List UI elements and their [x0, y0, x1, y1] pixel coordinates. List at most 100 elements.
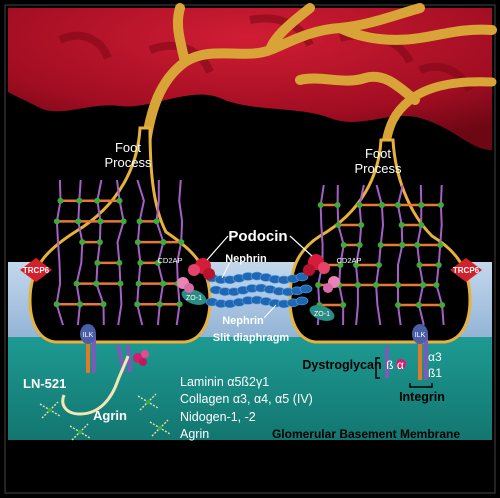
- foot-process-right-line1: Foot: [365, 146, 391, 161]
- beta-alpha-label: ß α: [386, 358, 404, 372]
- actin-bead: [116, 197, 123, 204]
- podocin-label: Podocin: [228, 228, 287, 245]
- actin-bead: [414, 242, 421, 248]
- laminin-node: [48, 408, 52, 412]
- foot-process-left-line2: Process: [105, 155, 152, 170]
- gbm-title: Glomerular Basement Membrane: [272, 427, 460, 441]
- integrin-bracket: [409, 383, 433, 388]
- outer-frame: [4, 4, 496, 494]
- actin-bead: [356, 242, 363, 248]
- zo1-right-label: ZO-1: [314, 311, 330, 318]
- actin-filament: [354, 184, 365, 326]
- nephrin-chain: [205, 271, 313, 309]
- actin-bead: [418, 202, 425, 208]
- actin-cytoskeleton-left: [53, 179, 185, 326]
- laminin-node: [158, 426, 162, 430]
- laminin-node: [146, 400, 150, 404]
- actin-bead: [437, 202, 444, 208]
- actin-filament: [116, 179, 125, 326]
- actin-bead: [73, 280, 80, 287]
- ilk-left-label: ILK: [83, 332, 94, 339]
- actin-bead: [75, 218, 82, 225]
- actin-bead: [433, 282, 440, 288]
- actin-filament: [336, 184, 345, 326]
- actin-bead: [317, 202, 324, 208]
- dystroglycan-right-bead: [396, 359, 406, 369]
- actin-filament: [75, 179, 84, 326]
- ilk-right-label: ILK: [415, 332, 426, 339]
- podocyte-cell-body: [8, 3, 497, 155]
- actin-bead: [437, 242, 444, 248]
- dystroglycan-bracket: [375, 357, 380, 379]
- podocin-left: [177, 258, 215, 293]
- actin-bead: [337, 262, 344, 268]
- nephrin-bead: [295, 296, 309, 306]
- actin-bead: [53, 218, 60, 225]
- actin-bead: [399, 242, 406, 248]
- trcp6-left-label: TRCP6: [23, 266, 50, 275]
- trcp6-left-shape: [20, 258, 52, 282]
- right-foot-process: [288, 138, 472, 344]
- zo1-right-shape: [309, 305, 335, 321]
- actin-bead: [76, 301, 83, 308]
- podocin-right: [303, 254, 340, 293]
- actin-bead: [94, 197, 101, 204]
- actin-filament: [175, 179, 184, 326]
- agrin-label: Agrin: [93, 408, 127, 423]
- zo1-left-shape: [181, 289, 207, 305]
- actin-filament: [435, 184, 445, 326]
- nephrin-bead: [295, 272, 309, 282]
- dystroglycan-label: Dystroglycan: [302, 358, 381, 372]
- ilk-right-shape: [412, 324, 428, 344]
- actin-bead: [420, 282, 427, 288]
- nephrin-top-label: Nephrin: [225, 253, 267, 265]
- actin-bead: [378, 202, 385, 208]
- actin-bead: [134, 239, 141, 246]
- trcp6-right-shape: [450, 258, 482, 282]
- nephrin-bottom-pointer: [263, 304, 277, 319]
- alpha3-label: α3: [428, 350, 442, 364]
- actin-bead: [96, 239, 103, 246]
- actin-bead: [116, 259, 123, 266]
- actin-filament: [155, 180, 165, 326]
- actin-filament: [316, 184, 325, 326]
- actin-bead: [153, 218, 160, 225]
- actin-bead: [79, 239, 86, 246]
- actin-bead: [100, 301, 107, 308]
- ilk-right-stalk-orange: [418, 335, 422, 380]
- gbm-component-2: Collagen α3, α4, α5 (IV): [180, 392, 313, 406]
- dystroglycan-right-stalk: [385, 346, 389, 378]
- actin-bead: [156, 301, 163, 308]
- podocin-pointer-left: [206, 235, 229, 261]
- ilk-left-complex: ILK: [80, 324, 96, 373]
- gbm-component-list: Laminin α5ß2γ1 Collagen α3, α4, α5 (IV) …: [180, 375, 313, 441]
- actin-bead: [57, 197, 64, 204]
- actin-bead: [136, 218, 143, 225]
- actin-bead: [134, 301, 141, 308]
- actin-filament: [375, 184, 385, 326]
- actin-bead: [93, 280, 100, 287]
- beta1-label: ß1: [428, 366, 442, 380]
- ilk-right-complex: ILK: [412, 324, 428, 380]
- zo1-left: ZO-1: [181, 289, 207, 305]
- ilk-left-shape: [80, 324, 96, 344]
- actin-bead: [377, 242, 384, 248]
- actin-bead: [154, 259, 161, 266]
- gbm-component-4: Agrin: [180, 427, 209, 441]
- ln521-label: LN-521: [23, 376, 66, 391]
- actin-bead: [178, 239, 185, 246]
- trcp6-right-label: TRCP6: [453, 266, 480, 275]
- actin-bead: [415, 302, 422, 308]
- actin-filament: [136, 179, 145, 326]
- actin-bead: [76, 197, 83, 204]
- gbm-component-3: Nidogen-1, -2: [180, 410, 256, 424]
- actin-bead: [395, 202, 402, 208]
- ilk-left-stalk-purple: [92, 335, 96, 373]
- actin-bead: [137, 259, 144, 266]
- actin-filament: [416, 184, 425, 326]
- dystroglycan-right: [385, 346, 406, 378]
- actin-bead: [439, 302, 446, 308]
- podocin-pointer-right: [289, 235, 313, 257]
- actin-bead: [340, 302, 347, 308]
